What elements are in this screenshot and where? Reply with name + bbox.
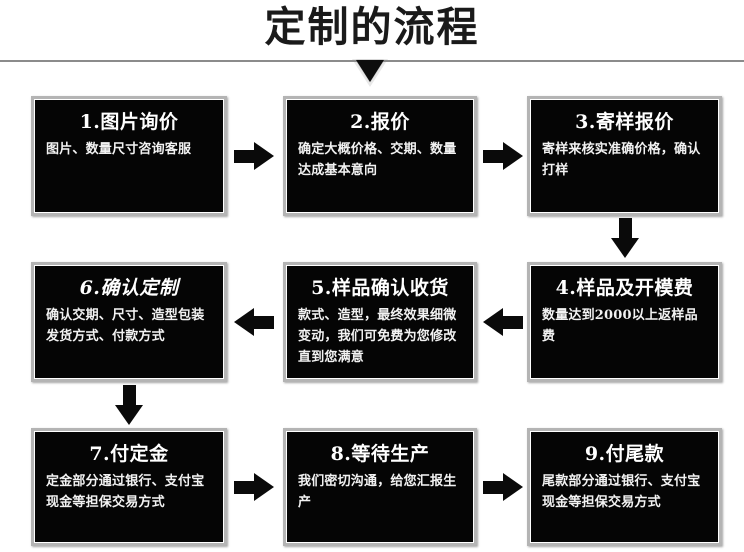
arrow-right-icon [234,141,274,171]
flow-node-body: 寄样来核实准确价格，确认打样 [542,142,701,178]
flow-node-body: 数量达到2000以上返样品费 [542,308,698,344]
arrow-right-icon [234,472,274,502]
flow-node-title: 2.报价 [350,111,410,133]
page-title: 定制的流程 [264,3,480,51]
flow-node-body: 定金部分通过银行、支付宝现金等担保交易方式 [46,474,205,510]
flow-node-title: 1.图片询价 [79,111,179,133]
arrow-head [234,308,254,336]
flow-node-body: 尾款部分通过银行、支付宝现金等担保交易方式 [542,474,701,510]
arrow-head [611,238,639,258]
flow-node-step-8[interactable]: 8.等待生产我们密切沟通，给您汇报生产 [283,428,477,546]
flow-node-title: 7.付定金 [89,443,169,465]
arrow-right-icon [483,141,523,171]
arrow-head [483,308,503,336]
arrow-head [503,473,523,501]
arrow-head [503,142,523,170]
arrow-left-icon [234,307,274,337]
flow-node-body: 确定大概价格、交期、数量达成基本意向 [298,142,457,178]
arrow-left-icon [483,307,523,337]
flow-node-step-9[interactable]: 9.付尾款尾款部分通过银行、支付宝现金等担保交易方式 [527,428,722,546]
flow-node-title: 6.确认定制 [79,277,179,299]
arrow-shaft [252,316,274,329]
arrow-head [254,142,274,170]
flow-node-step-7[interactable]: 7.付定金定金部分通过银行、支付宝现金等担保交易方式 [31,428,227,546]
flow-node-step-2[interactable]: 2.报价确定大概价格、交期、数量达成基本意向 [283,96,477,216]
flow-node-step-1[interactable]: 1.图片询价图片、数量尺寸咨询客服 [31,96,227,216]
flow-node-title: 9.付尾款 [584,443,665,465]
flow-node-body: 确认交期、尺寸、造型包装发货方式、付款方式 [46,308,205,344]
flow-node-title: 5.样品确认收货 [311,277,449,299]
flow-node-step-3[interactable]: 3.寄样报价寄样来核实准确价格，确认打样 [527,96,722,216]
arrow-shaft [483,481,505,494]
arrow-right-icon [483,472,523,502]
arrow-shaft [501,316,523,329]
arrow-head [115,405,143,425]
flow-node-step-6[interactable]: 6.确认定制确认交期、尺寸、造型包装发货方式、付款方式 [31,262,227,382]
arrow-shaft [483,150,505,163]
flow-node-body: 款式、造型，最终效果细微变动，我们可免费为您修改直到您满意 [298,308,457,365]
arrow-shaft [123,385,136,407]
triangle-down-icon [356,60,384,82]
flow-node-body: 图片、数量尺寸咨询客服 [46,142,192,157]
flow-node-step-5[interactable]: 5.样品确认收货款式、造型，最终效果细微变动，我们可免费为您修改直到您满意 [283,262,477,382]
arrow-shaft [234,150,256,163]
arrow-down-icon [610,218,640,258]
arrow-head [254,473,274,501]
flow-node-step-4[interactable]: 4.样品及开模费数量达到2000以上返样品费 [527,262,722,382]
flow-node-title: 4.样品及开模费 [555,277,694,299]
flow-node-body: 我们密切沟通，给您汇报生产 [298,474,457,510]
arrow-shaft [234,481,256,494]
flow-node-title: 8.等待生产 [330,443,430,465]
arrow-down-icon [114,385,144,425]
arrow-shaft [619,218,632,240]
flow-node-title: 3.寄样报价 [575,111,674,133]
